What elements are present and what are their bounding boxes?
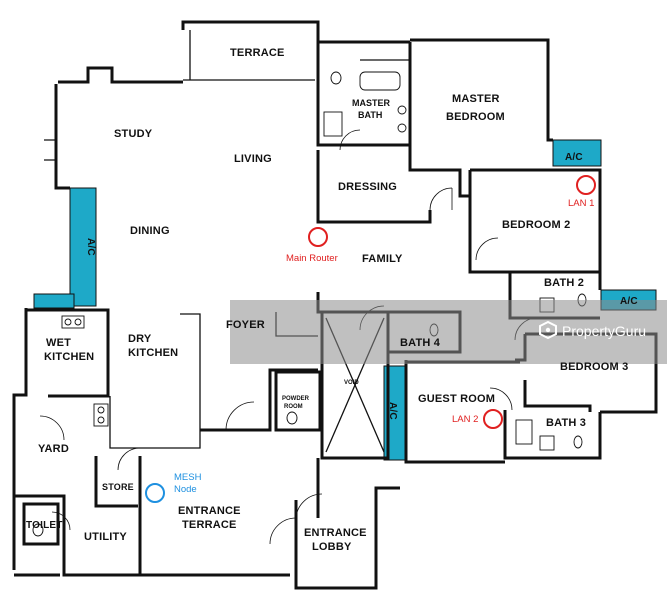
room-label-void: VOID bbox=[344, 380, 359, 386]
ac-label-bedroom2: A/C bbox=[565, 152, 583, 163]
mesh-node-marker bbox=[145, 483, 165, 503]
room-labels: TERRACE MASTER BATH MASTER BEDROOM STUDY… bbox=[26, 47, 628, 553]
lan1-marker bbox=[576, 175, 596, 195]
ac-ledge-kitchen bbox=[33, 293, 75, 309]
room-label-toilet: TOILET bbox=[26, 520, 63, 531]
ac-label-guest: A/C bbox=[387, 402, 398, 420]
room-label-bedroom3: BEDROOM 3 bbox=[560, 361, 628, 373]
room-label-master-bath-1: MASTER bbox=[352, 98, 391, 108]
room-label-master-bedroom-2: BEDROOM bbox=[446, 111, 505, 123]
propertyguru-logo bbox=[539, 320, 557, 340]
room-label-terrace: TERRACE bbox=[230, 47, 285, 59]
room-label-bath2: BATH 2 bbox=[544, 277, 584, 289]
room-label-entrance-terrace-2: TERRACE bbox=[182, 519, 237, 531]
room-label-bedroom2: BEDROOM 2 bbox=[502, 219, 570, 231]
ac-label-bedroom3: A/C bbox=[620, 296, 638, 307]
ac-ledge-dining bbox=[69, 187, 97, 307]
mesh-label-1: MESH bbox=[174, 472, 202, 483]
room-label-wet-kitchen-2: KITCHEN bbox=[44, 351, 94, 363]
room-label-living: LIVING bbox=[234, 153, 272, 165]
lan2-label: LAN 2 bbox=[452, 414, 478, 425]
room-label-entrance-terrace-1: ENTRANCE bbox=[178, 505, 241, 517]
room-label-study: STUDY bbox=[114, 128, 153, 140]
mesh-label-2: Node bbox=[174, 484, 197, 495]
room-label-utility: UTILITY bbox=[84, 531, 127, 543]
room-label-yard: YARD bbox=[38, 443, 69, 455]
ac-label-dining: A/C bbox=[85, 238, 96, 256]
room-label-foyer: FOYER bbox=[226, 319, 265, 331]
room-label-family: FAMILY bbox=[362, 253, 403, 265]
watermark-text: PropertyGuru bbox=[562, 323, 646, 339]
room-label-guest-room: GUEST ROOM bbox=[418, 393, 495, 405]
room-label-store: STORE bbox=[102, 482, 134, 492]
room-label-dressing: DRESSING bbox=[338, 181, 397, 193]
room-label-dry-kitchen-1: DRY bbox=[128, 333, 152, 345]
room-label-dry-kitchen-2: KITCHEN bbox=[128, 347, 178, 359]
watermark-band bbox=[230, 300, 667, 364]
lan1-label: LAN 1 bbox=[568, 198, 594, 209]
lan2-marker bbox=[483, 409, 503, 429]
main-router-label: Main Router bbox=[286, 253, 338, 264]
room-label-master-bedroom-1: MASTER bbox=[452, 93, 500, 105]
room-label-entrance-lobby-2: LOBBY bbox=[312, 541, 352, 553]
room-label-entrance-lobby-1: ENTRANCE bbox=[304, 527, 367, 539]
room-label-powder-room-2: ROOM bbox=[284, 404, 303, 410]
main-router-marker bbox=[308, 227, 328, 247]
room-label-dining: DINING bbox=[130, 225, 170, 237]
network-annotations: Main Router LAN 1 LAN 2 MESH Node bbox=[145, 175, 596, 503]
room-label-bath4: BATH 4 bbox=[400, 337, 441, 349]
ac-ledge-bedroom2 bbox=[552, 139, 602, 167]
ac-labels: A/C A/C A/C A/C bbox=[85, 152, 638, 420]
room-label-powder-room-1: POWDER bbox=[282, 396, 310, 402]
room-label-master-bath-2: BATH bbox=[358, 110, 382, 120]
room-label-bath3: BATH 3 bbox=[546, 417, 586, 429]
room-label-wet-kitchen-1: WET bbox=[46, 337, 71, 349]
